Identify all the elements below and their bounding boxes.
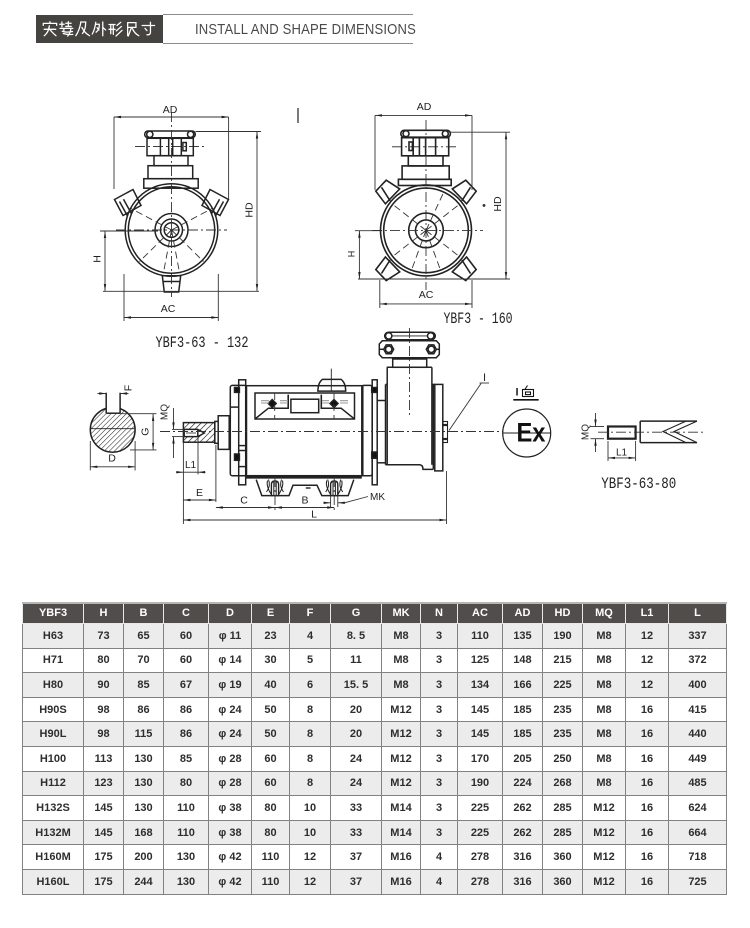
svg-text:L1: L1 <box>616 447 628 458</box>
svg-text:MQ: MQ <box>581 424 592 440</box>
svg-text:MQ: MQ <box>160 404 171 420</box>
svg-text:AD: AD <box>163 104 178 116</box>
svg-text:L1: L1 <box>185 460 197 471</box>
svg-text:YBF3-63 - 132: YBF3-63 - 132 <box>156 334 249 352</box>
svg-text:G: G <box>140 428 152 436</box>
svg-text:HD: HD <box>244 202 256 218</box>
svg-text:H: H <box>347 251 357 258</box>
svg-text:D: D <box>108 453 116 465</box>
svg-text:I: I <box>483 372 486 384</box>
svg-text:YBF3-63-80: YBF3-63-80 <box>601 475 676 493</box>
svg-text:L: L <box>311 509 317 521</box>
svg-text:HD: HD <box>492 196 504 212</box>
svg-text:YBF3 - 160: YBF3 - 160 <box>444 310 513 328</box>
svg-text:B: B <box>301 495 308 507</box>
svg-text:F: F <box>123 385 135 391</box>
svg-text:E: E <box>196 487 203 499</box>
svg-text:I: I <box>515 387 518 399</box>
svg-text:C: C <box>240 495 248 507</box>
svg-text:H: H <box>92 255 104 263</box>
svg-text:MK: MK <box>370 492 385 503</box>
svg-text:AC: AC <box>419 289 434 301</box>
svg-text:AC: AC <box>161 303 176 315</box>
svg-text:AD: AD <box>417 101 432 113</box>
svg-text:Ex: Ex <box>517 418 546 448</box>
